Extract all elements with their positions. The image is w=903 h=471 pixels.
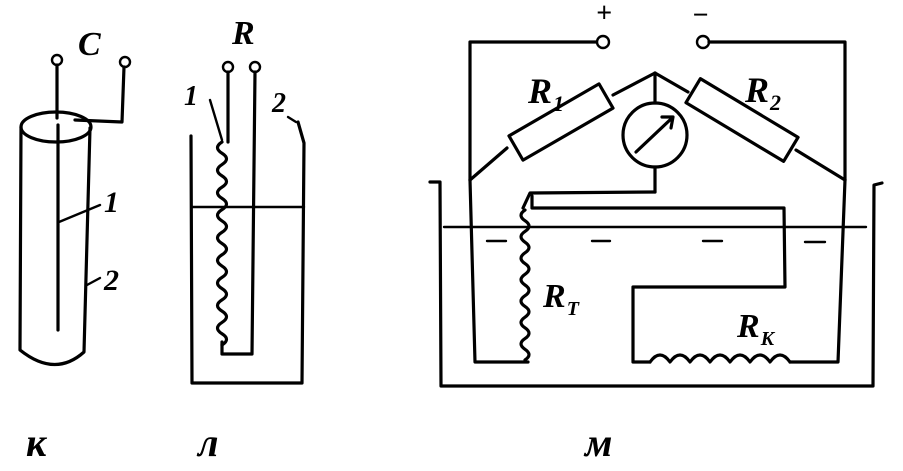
galvanometer-to-rk-wire <box>530 194 787 364</box>
capacitor-sensor: C 1 2 <box>18 26 132 367</box>
capacitor-part-2-label: 2 <box>103 264 119 297</box>
galvanometer-needle <box>634 116 674 154</box>
vessel-outline <box>189 120 306 385</box>
galvanometer-needle-head <box>660 115 675 130</box>
bridge-right-upper <box>653 71 690 94</box>
left-branch-wire <box>468 178 530 364</box>
figure-a-letter: к <box>26 420 48 465</box>
r1-label: R1 <box>527 71 564 116</box>
plus-terminal <box>595 34 611 50</box>
supply-wire-left <box>468 40 598 182</box>
r2-label: R2 <box>744 70 781 115</box>
rk-label: RK <box>736 308 776 350</box>
supply-wire-right <box>707 40 847 182</box>
capacitor-inner-electrode <box>55 63 60 332</box>
resistor-part-2-label: 2 <box>271 88 286 119</box>
resistor-lead-right <box>220 70 257 356</box>
resistor-terminal-label: R <box>231 15 255 52</box>
galvanometer-to-rt-wire <box>521 190 657 210</box>
bridge-left-lower <box>468 146 509 182</box>
bridge-circuit: + − R1 R2 RT R <box>428 0 884 388</box>
minus-terminal <box>695 34 711 50</box>
resistance-sensor: R 1 2 <box>184 15 306 385</box>
rk-coil <box>648 353 792 364</box>
capacitor-outer-lead <box>73 65 126 124</box>
resistor-pointer-1 <box>208 98 224 142</box>
bath-liquid-dashes <box>485 239 827 244</box>
figure-b-letter: л <box>196 420 219 465</box>
figure-c-letter: м <box>583 420 612 465</box>
capacitor-part-1-label: 1 <box>104 186 119 219</box>
minus-sign: − <box>692 0 709 31</box>
resistor-part-1-label: 1 <box>184 81 198 112</box>
capacitor-pointer-1 <box>57 203 102 224</box>
r1-resistor <box>507 82 615 162</box>
resistor-coil <box>215 140 229 347</box>
bridge-right-lower <box>794 148 847 182</box>
bridge-left-upper <box>611 71 657 97</box>
plus-sign: + <box>596 0 612 29</box>
rt-coil <box>519 208 531 362</box>
capacitor-tube-body <box>18 125 92 367</box>
capacitor-terminal-right <box>118 55 132 69</box>
capacitor-pointer-2 <box>85 276 102 287</box>
capacitor-terminal-label: C <box>78 26 101 63</box>
bath-vessel <box>428 180 884 388</box>
resistor-pointer-2 <box>286 115 298 124</box>
rt-label: RT <box>542 278 580 320</box>
r2-resistor <box>684 77 800 163</box>
right-branch-wire <box>788 178 847 364</box>
